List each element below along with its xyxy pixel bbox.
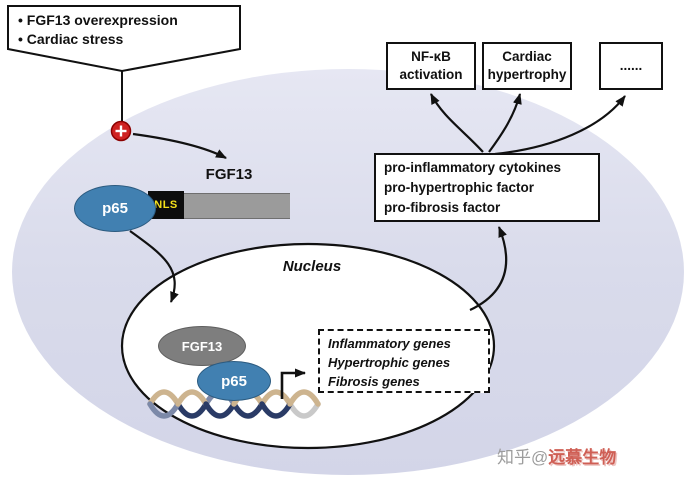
nls-label: NLS — [154, 199, 178, 211]
fgf13-cytoplasm-label: FGF13 — [205, 166, 253, 183]
watermark-name: 远慕生物 — [548, 448, 617, 467]
stimulus-callout-shape — [7, 5, 241, 73]
fgf13-nucleus-ellipse: FGF13 — [158, 326, 246, 366]
p65-cytoplasm-label: p65 — [102, 200, 128, 217]
outcome-box-more: ...... — [599, 42, 663, 90]
outcome-box-cardiac-hypertrophy: Cardiac hypertrophy — [482, 42, 572, 90]
gene-line: Inflammatory genes — [328, 336, 451, 351]
target-genes-box: Inflammatory genes Hypertrophic genes Fi… — [318, 329, 490, 393]
stimulus-callout: • FGF13 overexpression • Cardiac stress — [18, 11, 178, 49]
watermark: 知乎@远慕生物 — [497, 443, 616, 468]
nucleus-title: Nucleus — [282, 258, 342, 275]
fgf13-nucleus-label: FGF13 — [181, 338, 223, 354]
p65-cytoplasm-ellipse: p65 — [74, 185, 156, 232]
bullet-icon: • — [18, 12, 23, 28]
factor-line: pro-fibrosis factor — [384, 200, 501, 215]
p65-nucleus-ellipse: p65 — [197, 361, 271, 401]
factor-line: pro-inflammatory cytokines — [384, 160, 562, 175]
arrow-stimulus-to-fgf13 — [132, 132, 227, 159]
arrow-to-hypertrophy — [488, 93, 522, 153]
watermark-prefix: 知乎@ — [497, 448, 549, 467]
secreted-factors-box: pro-inflammatory cytokines pro-hypertrop… — [374, 153, 600, 222]
arrow-to-nfkb — [430, 93, 484, 153]
fgf13-protein-bar — [184, 193, 290, 219]
gene-line: Fibrosis genes — [328, 374, 420, 389]
bullet-icon: • — [18, 31, 23, 47]
factor-line: pro-hypertrophic factor — [384, 180, 535, 195]
plus-icon — [110, 120, 132, 142]
outcome-box-nfkb-activation: NF-κB activation — [386, 42, 476, 90]
arrow-to-more — [494, 95, 626, 156]
transcription-arrow — [280, 368, 306, 399]
callout-item: • Cardiac stress — [18, 31, 124, 47]
arrow-nucleus-to-factors — [469, 226, 508, 311]
callout-item: • FGF13 overexpression — [18, 12, 178, 28]
p65-nucleus-label: p65 — [221, 372, 247, 390]
arrow-p65-to-nucleus — [129, 230, 179, 303]
gene-line: Hypertrophic genes — [328, 355, 451, 370]
